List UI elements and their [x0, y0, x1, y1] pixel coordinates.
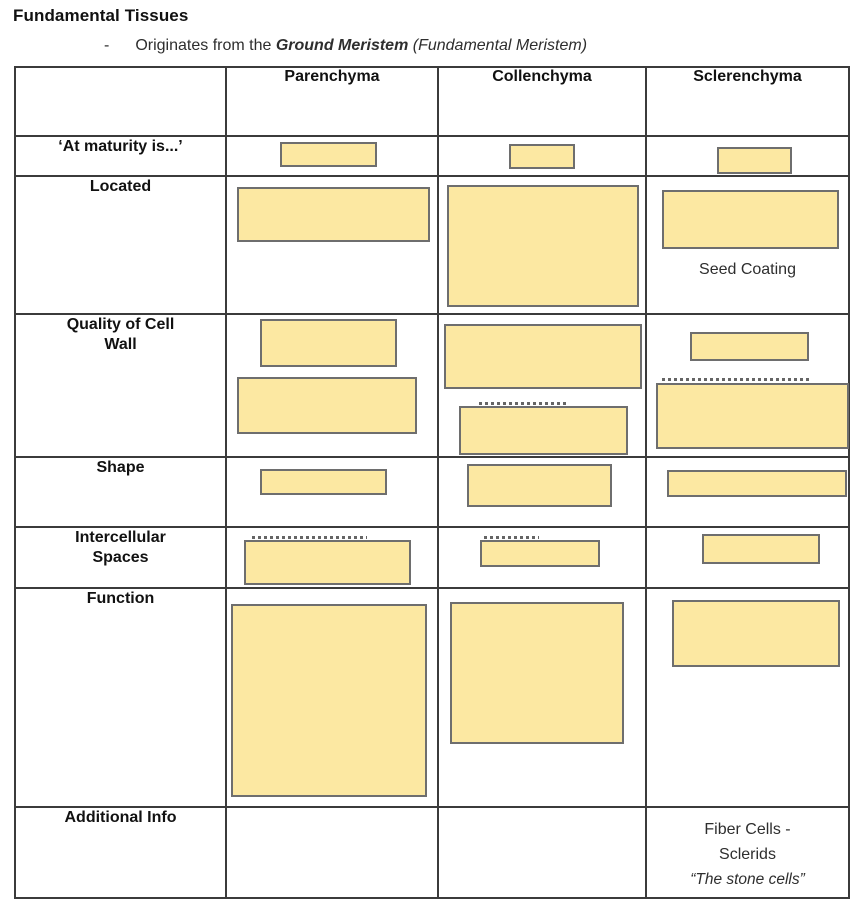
row-label-shape: Shape	[14, 456, 227, 528]
cell-additional-collenchyma	[437, 806, 647, 899]
cell-maturity-collenchyma	[437, 135, 647, 177]
info-line-2: Sclerids	[719, 845, 776, 863]
cell-intercellular-sclerenchyma	[645, 526, 850, 589]
cell-wall-parenchyma	[225, 313, 439, 458]
cell-located-sclerenchyma: Seed Coating	[645, 175, 850, 315]
cell-intercellular-parenchyma	[225, 526, 439, 589]
covered-answer-box[interactable]	[244, 540, 411, 585]
bullet-text-bold-italic: Ground Meristem	[275, 37, 409, 54]
covered-answer-box[interactable]	[717, 147, 792, 174]
covered-answer-box[interactable]	[690, 332, 809, 361]
covered-answer-box[interactable]	[237, 377, 417, 434]
cell-located-parenchyma	[225, 175, 439, 315]
covered-answer-box[interactable]	[260, 469, 387, 495]
covered-answer-box[interactable]	[280, 142, 377, 167]
cell-shape-parenchyma	[225, 456, 439, 528]
bullet-text-italic: (Fundamental Meristem)	[412, 37, 588, 54]
cell-function-collenchyma	[437, 587, 647, 808]
text-fragment	[484, 536, 539, 539]
row-label-additional-info: Additional Info	[14, 806, 227, 899]
cell-function-parenchyma	[225, 587, 439, 808]
covered-answer-box[interactable]	[237, 187, 430, 242]
origin-bullet: - Originates from the Ground Meristem (Fu…	[104, 37, 587, 55]
table-row-located: Located Seed Coating	[14, 175, 850, 315]
header-parenchyma: Parenchyma	[225, 66, 439, 137]
table-row-function: Function	[14, 587, 850, 808]
tissue-comparison-table: Parenchyma Collenchyma Sclerenchyma ‘At …	[14, 66, 850, 899]
cell-additional-sclerenchyma: Fiber Cells - Sclerids “The stone cells”	[645, 806, 850, 899]
covered-answer-box[interactable]	[459, 406, 628, 455]
covered-answer-box[interactable]	[447, 185, 639, 307]
bullet-text-pre: Originates from the	[135, 37, 276, 54]
covered-answer-box[interactable]	[480, 540, 600, 567]
table-row-intercellular: Intercellular Spaces	[14, 526, 850, 589]
covered-answer-box[interactable]	[656, 383, 849, 449]
cell-wall-collenchyma	[437, 313, 647, 458]
text-fragment	[662, 378, 812, 381]
bullet-dash: -	[104, 37, 110, 54]
table-row-additional-info: Additional Info Fiber Cells - Sclerids “…	[14, 806, 850, 899]
row-label-function: Function	[14, 587, 227, 808]
cell-maturity-parenchyma: g	[225, 135, 439, 177]
cell-maturity-sclerenchyma	[645, 135, 850, 177]
table-row-cell-wall: Quality of Cell Wall	[14, 313, 850, 458]
cell-additional-parenchyma	[225, 806, 439, 899]
covered-answer-box[interactable]	[672, 600, 840, 667]
cell-shape-collenchyma	[437, 456, 647, 528]
covered-answer-box[interactable]	[467, 464, 612, 507]
covered-answer-box[interactable]	[702, 534, 820, 564]
cell-function-sclerenchyma	[645, 587, 850, 808]
covered-answer-box[interactable]	[444, 324, 642, 389]
seed-coating-text: Seed Coating	[699, 261, 796, 278]
table-header-row: Parenchyma Collenchyma Sclerenchyma	[14, 66, 850, 137]
covered-answer-box[interactable]	[450, 602, 624, 744]
header-sclerenchyma: Sclerenchyma	[645, 66, 850, 137]
page-title: Fundamental Tissues	[13, 6, 189, 25]
table-row-shape: Shape	[14, 456, 850, 528]
row-label-maturity: ‘At maturity is...’	[14, 135, 227, 177]
row-label-intercellular: Intercellular Spaces	[14, 526, 227, 589]
header-collenchyma: Collenchyma	[437, 66, 647, 137]
covered-answer-box[interactable]	[667, 470, 847, 497]
table-row-maturity: ‘At maturity is...’ g	[14, 135, 850, 177]
fiber-cells-text: Fiber Cells - Sclerids “The stone cells”	[647, 818, 848, 892]
covered-answer-box[interactable]	[509, 144, 575, 169]
cell-located-collenchyma	[437, 175, 647, 315]
covered-answer-box[interactable]	[260, 319, 397, 367]
text-fragment	[479, 402, 569, 405]
covered-answer-box[interactable]	[662, 190, 839, 249]
row-label-cell-wall: Quality of Cell Wall	[14, 313, 227, 458]
cell-shape-sclerenchyma	[645, 456, 850, 528]
cell-intercellular-collenchyma	[437, 526, 647, 589]
row-label-located: Located	[14, 175, 227, 315]
cell-wall-sclerenchyma	[645, 313, 850, 458]
header-empty	[14, 66, 227, 137]
info-line-3: “The stone cells”	[690, 870, 805, 888]
info-line-1: Fiber Cells -	[704, 821, 791, 838]
covered-answer-box[interactable]	[231, 604, 427, 797]
text-fragment	[252, 536, 367, 539]
